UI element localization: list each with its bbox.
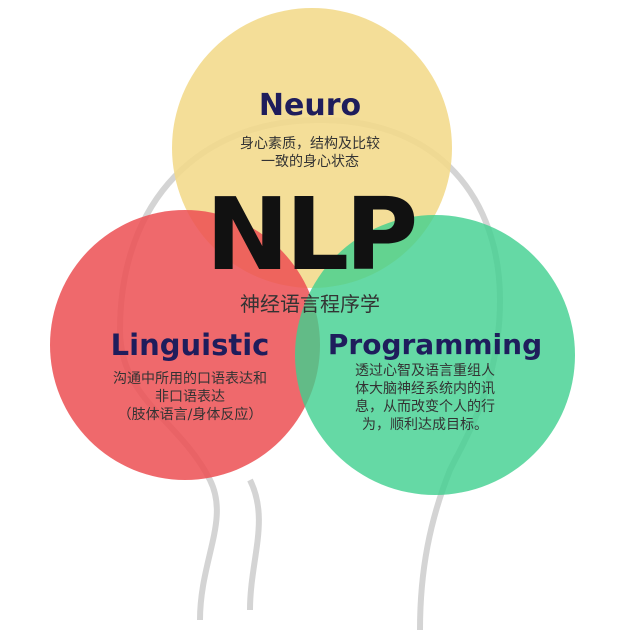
linguistic-title: Linguistic [110, 328, 270, 362]
linguistic-line: （肢体语言/身体反应） [117, 407, 263, 423]
neuro-line: 身心素质，结构及比较 [240, 136, 380, 152]
programming-circle [295, 215, 575, 495]
neuro-circle [172, 8, 452, 288]
programming-line: 息，从而改变个人的行 [355, 399, 495, 415]
programming-line: 为，顺利达成目标。 [362, 417, 488, 433]
linguistic-circle [50, 210, 320, 480]
linguistic-line: 沟通中所用的口语表达和 [113, 371, 267, 387]
nlp-title: NLP [205, 176, 419, 293]
linguistic-line: 非口语表达 [155, 389, 225, 405]
neuro-description: 身心素质，结构及比较 一致的身心状态 [200, 135, 420, 171]
programming-title: Programming [327, 328, 543, 361]
neuro-title: Neuro [258, 88, 362, 123]
neuro-line: 一致的身心状态 [261, 154, 359, 170]
linguistic-description: 沟通中所用的口语表达和 非口语表达 （肢体语言/身体反应） [80, 370, 300, 424]
programming-line: 透过心智及语言重组人 [355, 363, 495, 379]
programming-description: 透过心智及语言重组人 体大脑神经系统内的讯 息，从而改变个人的行 为，顺利达成目… [330, 362, 520, 434]
programming-line: 体大脑神经系统内的讯 [355, 381, 495, 397]
nlp-subtitle: 神经语言程序学 [240, 292, 380, 316]
